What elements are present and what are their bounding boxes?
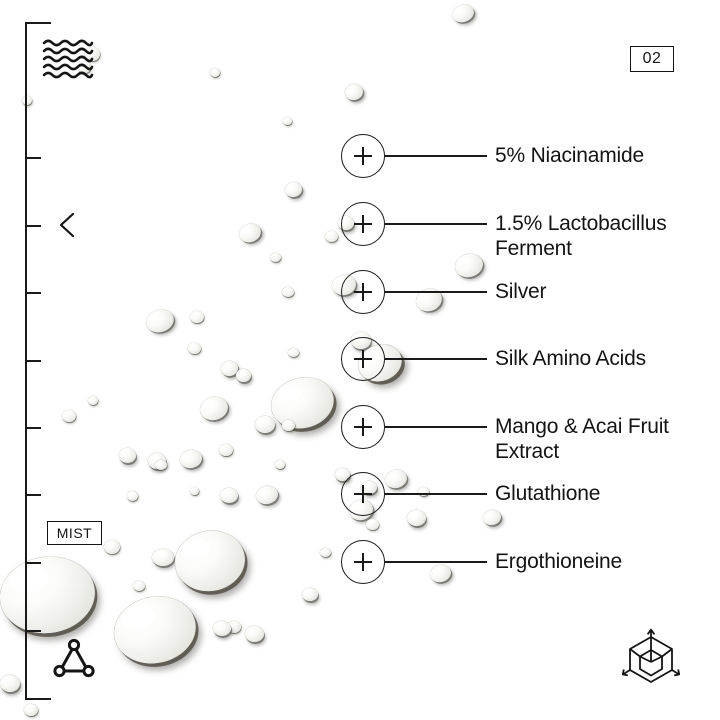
callout-leader-line: [385, 426, 487, 428]
ruler-tick-minor: [25, 427, 41, 429]
callout-leader-line: [385, 493, 487, 495]
plus-vertical-stroke: [362, 350, 364, 368]
molecule-triangle-icon: [52, 638, 96, 685]
plus-icon[interactable]: [341, 270, 385, 314]
plus-vertical-stroke: [362, 147, 364, 165]
chevron-left-icon[interactable]: [58, 212, 76, 243]
callout-leader-line: [385, 155, 487, 157]
callout-leader-line: [385, 291, 487, 293]
plus-icon[interactable]: [341, 337, 385, 381]
ingredient-label: 1.5% Lactobacillus Ferment: [495, 212, 667, 260]
ingredient-label: Glutathione: [495, 482, 601, 505]
plus-icon[interactable]: [341, 405, 385, 449]
ruler-tick-minor: [25, 630, 41, 632]
plus-icon[interactable]: [341, 134, 385, 178]
plus-vertical-stroke: [362, 215, 364, 233]
ruler-tick-minor: [25, 562, 41, 564]
plus-icon[interactable]: [341, 540, 385, 584]
ruler-tick-minor: [25, 157, 41, 159]
ingredient-label: Ergothioneine: [495, 550, 622, 573]
plus-icon[interactable]: [341, 202, 385, 246]
callout-leader-line: [385, 223, 487, 225]
ruler-tick-major: [25, 22, 51, 24]
product-category-badge: MIST: [47, 521, 102, 545]
plus-vertical-stroke: [362, 283, 364, 301]
plus-vertical-stroke: [362, 553, 364, 571]
ruler-tick-minor: [25, 494, 41, 496]
plus-vertical-stroke: [362, 418, 364, 436]
ingredient-label: 5% Niacinamide: [495, 144, 644, 167]
callout-leader-line: [385, 561, 487, 563]
plus-vertical-stroke: [362, 485, 364, 503]
ruler-tick-minor: [25, 225, 41, 227]
ruler-tick-major: [25, 698, 51, 700]
ingredient-label: Silver: [495, 280, 547, 303]
ruler-tick-minor: [25, 360, 41, 362]
wave-icon: [42, 38, 94, 85]
callout-leader-line: [385, 358, 487, 360]
isometric-cube-icon: [620, 628, 682, 695]
step-number-badge: 02: [630, 46, 674, 72]
ruler-tick-minor: [25, 292, 41, 294]
ingredient-label: Silk Amino Acids: [495, 347, 646, 370]
plus-icon[interactable]: [341, 472, 385, 516]
ingredient-label: Mango & Acai Fruit Extract: [495, 415, 669, 463]
